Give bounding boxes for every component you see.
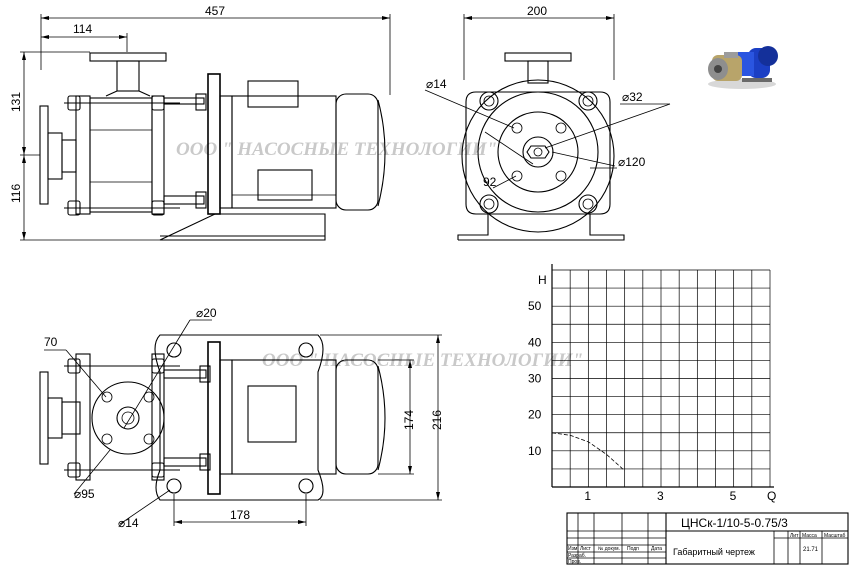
dim-d95: ⌀95 <box>74 487 95 501</box>
chart-y-tick-label: 30 <box>528 372 542 386</box>
dim-d20: ⌀20 <box>196 306 217 320</box>
dim-174: 174 <box>402 410 416 430</box>
dim-131: 131 <box>9 92 23 112</box>
dim-d14-front: ⌀14 <box>426 77 447 91</box>
chart-y-tick-label: 40 <box>528 335 542 349</box>
chart-x-tick-label: 1 <box>584 489 591 503</box>
dim-457: 457 <box>205 4 225 18</box>
dim-d14-bottom: ⌀14 <box>118 516 139 530</box>
top-view: 174 216 178 ⌀20 70 ⌀95 ⌀14 <box>39 306 444 530</box>
dim-92: 92 <box>483 175 497 189</box>
title-block: ЦНСк-1/10-5-0.75/3 Габаритный чертеж Лит… <box>566 512 849 565</box>
chart-x-tick-label: 5 <box>730 489 737 503</box>
side-view: 457 114 131 116 <box>9 4 391 241</box>
title-row-razrab: Разраб. <box>568 553 586 559</box>
title-model: ЦНСк-1/10-5-0.75/3 <box>681 516 788 530</box>
dim-70: 70 <box>44 335 58 349</box>
title-row-prov: Пров. <box>568 559 581 565</box>
title-row-list: Лист <box>580 546 592 552</box>
title-col-lit: Лит <box>790 533 799 539</box>
chart-x-tick-label: 3 <box>657 489 664 503</box>
title-doc-name: Габаритный чертеж <box>673 547 755 557</box>
title-row-date: Дата <box>651 546 662 552</box>
dim-216: 216 <box>430 410 444 430</box>
pump-render-image <box>708 46 778 89</box>
chart-y-tick-label: 20 <box>528 408 542 422</box>
title-row-doc: № докум. <box>598 546 620 552</box>
title-row-sign: Подп <box>627 546 639 552</box>
dim-d120: ⌀120 <box>618 155 646 169</box>
performance-chart: H Q 50 40 30 20 10 1 3 5 <box>528 264 776 503</box>
chart-x-label: Q <box>767 489 776 503</box>
dim-d32: ⌀32 <box>622 90 643 104</box>
chart-x-ticks: 1 3 5 <box>584 489 736 503</box>
chart-grid <box>551 264 774 488</box>
title-col-scale: Масштаб <box>824 533 846 539</box>
dim-114: 114 <box>73 22 92 36</box>
front-view: 200 ⌀14 ⌀32 ⌀120 92 <box>424 4 671 241</box>
title-mass-value: 21.71 <box>803 547 819 553</box>
chart-y-tick-label: 50 <box>528 299 542 313</box>
title-col-mass: Масса <box>802 533 817 539</box>
chart-series-curve <box>551 432 625 471</box>
watermark-bottom: ООО " НАСОСНЫЕ ТЕХНОЛОГИИ" <box>262 350 583 371</box>
chart-y-ticks: 50 40 30 20 10 <box>528 299 542 458</box>
chart-y-label: H <box>538 273 547 287</box>
chart-y-tick-label: 10 <box>528 444 542 458</box>
dim-178: 178 <box>230 508 250 522</box>
title-row-izm: Изм <box>568 546 578 552</box>
watermark-top: ООО " НАСОСНЫЕ ТЕХНОЛОГИИ" <box>176 139 497 160</box>
dim-200: 200 <box>527 4 547 18</box>
dim-116: 116 <box>9 184 23 203</box>
